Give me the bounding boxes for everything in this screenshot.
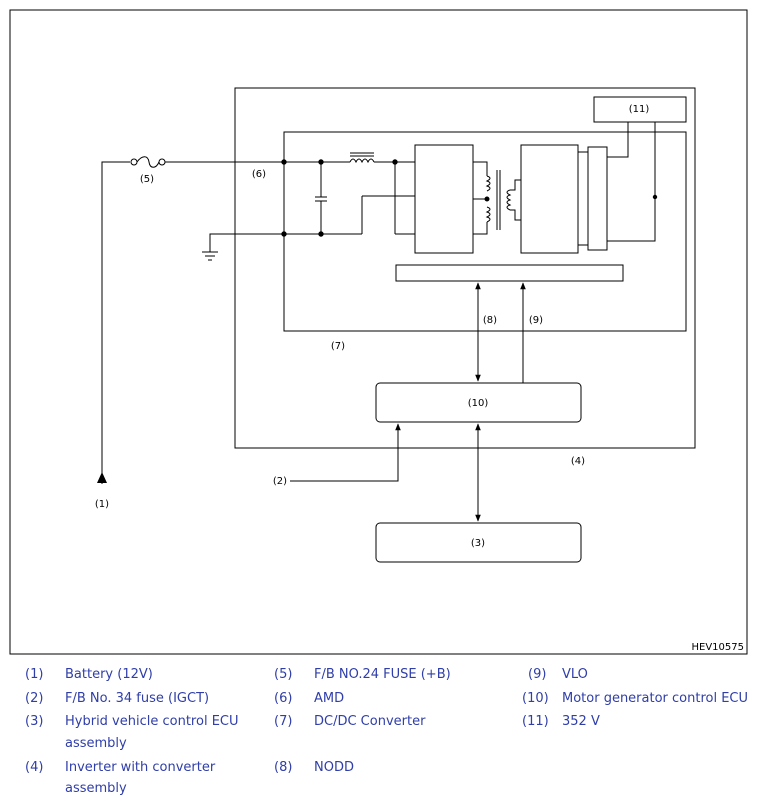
legend-text: Inverter with converter: [65, 760, 216, 775]
output-filter-block: [587, 146, 608, 251]
legend-text: Motor generator control ECU: [562, 691, 749, 706]
igct-wire: [290, 423, 401, 482]
callout-5: (5): [140, 174, 154, 185]
legend-num: (5): [274, 667, 293, 682]
diagram-frame: [9, 9, 748, 655]
legend-text: Battery (12V): [65, 667, 153, 682]
legend-text: assembly: [65, 781, 127, 796]
battery-wire: [101, 161, 130, 484]
legend-text: assembly: [65, 736, 127, 751]
callout-11: (11): [629, 104, 650, 115]
callout-9: (9): [529, 315, 543, 326]
callout-6: (6): [252, 169, 266, 180]
legend-text: F/B NO.24 FUSE (+B): [314, 667, 451, 682]
callout-8: (8): [483, 315, 497, 326]
legend-num: (6): [274, 691, 293, 706]
legend-text: F/B No. 34 fuse (IGCT): [65, 691, 210, 706]
callout-4: (4): [571, 456, 585, 467]
legend-text: Hybrid vehicle control ECU: [65, 714, 239, 729]
legend-num: (2): [25, 691, 44, 706]
legend-num: (9): [528, 667, 547, 682]
ground-symbol: [202, 233, 284, 261]
diagram-code: HEV10575: [692, 642, 745, 653]
hv-output-wire-1: [607, 122, 629, 158]
legend-num: (10): [522, 691, 549, 706]
legend-num: (1): [25, 667, 44, 682]
hv-output-wire-2: [607, 122, 656, 242]
legend-text: 352 V: [562, 714, 600, 729]
legend-num: (7): [274, 714, 293, 729]
inverter-assembly-box: [234, 87, 696, 449]
circuit-diagram: (1) (2) (3) (4) (5) (6) (7) (8) (9) (10)…: [9, 9, 748, 655]
transformer: [473, 161, 521, 235]
mg-ecu-box: [375, 382, 582, 423]
legend-text: VLO: [562, 667, 588, 682]
callout-3: (3): [471, 538, 485, 549]
legend-num: (8): [274, 760, 293, 775]
hv-ecu-box: [375, 522, 582, 563]
legend-num: (3): [25, 714, 44, 729]
rectifier-block: [520, 144, 579, 254]
control-bar: [395, 264, 624, 282]
hv-352v-box: [593, 96, 687, 123]
input-filter: [281, 152, 415, 331]
fuse-symbol: [130, 156, 166, 168]
battery-arrow: [97, 472, 107, 483]
inverter-block: [414, 144, 474, 254]
callout-1: (1): [95, 499, 109, 510]
callout-2: (2): [273, 476, 287, 487]
callout-10: (10): [468, 398, 489, 409]
legend-text: DC/DC Converter: [314, 714, 426, 729]
legend-text: AMD: [314, 691, 345, 706]
legend: (1) Battery (12V) (2) F/B No. 34 fuse (I…: [0, 660, 757, 804]
legend-text: NODD: [314, 760, 354, 775]
legend-num: (11): [522, 714, 549, 729]
legend-num: (4): [25, 760, 44, 775]
callout-7: (7): [331, 341, 345, 352]
